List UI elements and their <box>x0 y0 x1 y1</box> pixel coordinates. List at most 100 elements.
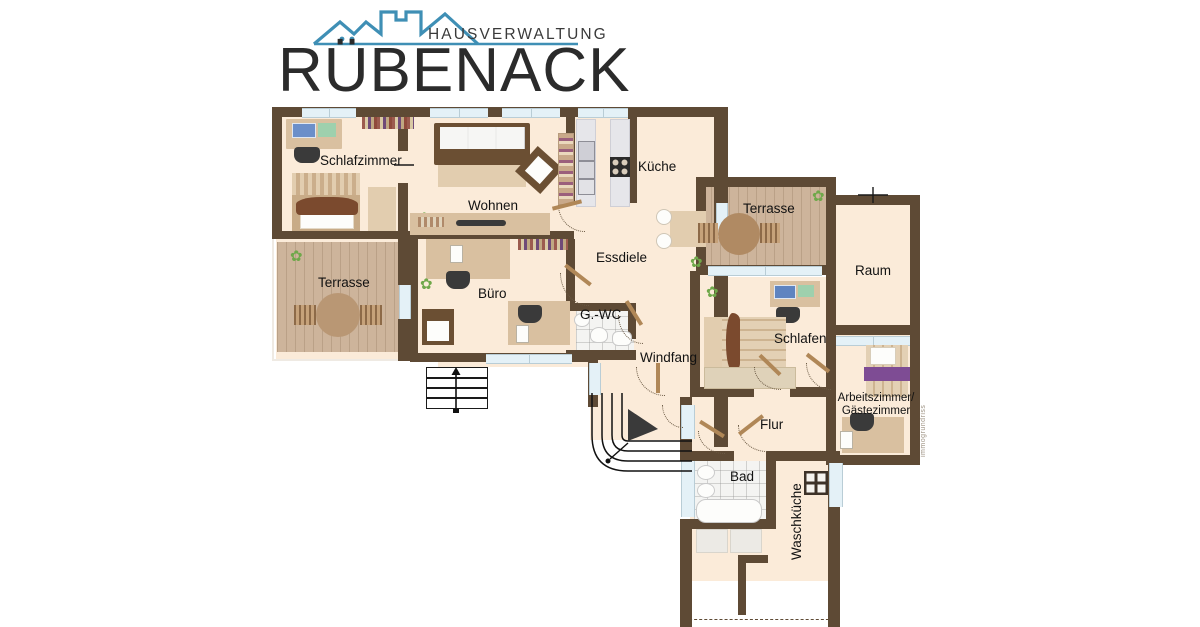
monitor-schlafen <box>774 285 796 299</box>
tv-wohnen <box>456 220 506 226</box>
wall-schlafen-west <box>690 271 700 397</box>
room-label-schlafen: Schlafen <box>774 331 827 346</box>
chair-terrace-east-r <box>760 223 780 243</box>
laptop-buero-bottom <box>516 325 529 343</box>
wall-bottom-west <box>680 519 692 627</box>
guest-pillow-arbeits <box>870 347 896 365</box>
tile-panel-bad-1 <box>696 529 728 553</box>
stair-direction-arrow-buero <box>451 367 461 413</box>
wall-buero-north <box>410 231 574 239</box>
window-bad-w <box>681 461 695 517</box>
room-label-gaestezimmer-line2: Gästezimmer <box>841 405 911 417</box>
wall-schlafen-east <box>826 335 836 465</box>
wall-kueche-east <box>628 117 637 203</box>
pantry-kueche <box>558 133 574 205</box>
window-wohnen-n2 <box>502 108 560 118</box>
sofa-cushions-wohnen <box>440 127 525 149</box>
watermark-text: immogrundriss <box>920 404 927 457</box>
monitor-schlafzimmer <box>292 123 316 138</box>
wall-arbeits-east <box>910 335 920 463</box>
wardrobe-schlafzimmer <box>368 187 396 231</box>
window-schlafen-n <box>708 266 822 276</box>
wall-terrace-west-east <box>398 239 410 285</box>
chair-terrace-east-l <box>698 223 718 243</box>
wall-gwc-north <box>566 303 636 311</box>
room-label-windfang: Windfang <box>640 350 698 365</box>
wall-wk-stub <box>738 555 746 615</box>
room-label-schlafzimmer: Schlafzimmer <box>320 153 402 168</box>
wall-break-mark-schlafzimmer <box>394 164 414 166</box>
appliance-icon-waschkueche <box>804 471 828 495</box>
floor-plan: ✿ ✿ ✿ <box>270 105 930 627</box>
dishwasher-kueche <box>578 179 595 195</box>
room-label-terrasse-west: Terrasse <box>318 275 370 290</box>
roof-skyline-icon <box>312 10 578 46</box>
wall-terrace-west-east-b <box>398 319 410 361</box>
floorplan-page: HAUSVERWALTUNG RÜBENACK <box>270 8 930 627</box>
window-windfang-w <box>589 363 601 395</box>
toilet-gwc <box>590 327 608 343</box>
bathtub-bad <box>696 499 762 523</box>
wall-gwc-south <box>566 350 636 360</box>
table-terrace-east <box>718 213 760 255</box>
sink-bad-1 <box>697 465 715 480</box>
room-label-arbeitszimmer: Arbeitszimmer/ Gästezimmer <box>833 392 919 418</box>
window-waschkueche-e <box>829 463 843 507</box>
wall-schlafen-south-b <box>790 387 836 397</box>
wall-terrace-east-north <box>696 177 836 187</box>
room-label-arbeitszimmer-line1: Arbeitszimmer/ <box>837 392 915 404</box>
wall-flur-south <box>680 451 734 461</box>
office-chair-schlafzimmer <box>294 147 320 163</box>
room-label-terrasse-ost: Terrasse <box>743 201 795 216</box>
bookshelf-buero <box>518 239 568 250</box>
bed-blanket-schlafzimmer <box>296 197 358 215</box>
window-terrace-west-e <box>399 285 411 319</box>
window-buero-s <box>486 354 572 364</box>
bookshelf-schlafzimmer <box>362 117 414 129</box>
chair-arbeits <box>850 413 874 431</box>
room-label-flur: Flur <box>760 417 784 432</box>
wall-schlafzimmer-east-b <box>398 183 408 239</box>
stove-icon-kueche <box>610 157 630 177</box>
plant-icon-essdiele: ✿ <box>690 254 703 271</box>
wall-buero-west <box>410 231 418 362</box>
room-label-kueche: Küche <box>638 159 677 174</box>
wall-schlafen-south <box>696 387 754 397</box>
door-leaf-windfang <box>656 363 660 393</box>
room-label-raum: Raum <box>855 263 892 278</box>
laptop-arbeits <box>840 431 853 449</box>
logo-brand: RÜBENACK <box>278 36 631 105</box>
wall-bottom-dashed <box>684 619 834 620</box>
bed-headboard-schlafen <box>704 317 722 369</box>
table-terrace-west <box>316 293 360 337</box>
room-label-gwc: G.-WC <box>580 307 622 322</box>
chair-buero-bottom <box>518 305 542 323</box>
wall-raum-west <box>826 205 836 335</box>
bed-headboard-schlafzimmer <box>292 173 360 195</box>
sofa-schlafen <box>704 367 796 389</box>
window-schlafzimmer-n <box>302 108 356 118</box>
wall-raum-east <box>910 195 920 335</box>
sink-bad-2 <box>697 483 715 498</box>
wall-north-main <box>272 107 728 117</box>
wall-flur-south-b <box>766 451 840 461</box>
dining-chair-essdiele-1 <box>656 209 672 225</box>
room-label-wohnen: Wohnen <box>468 198 519 213</box>
room-label-bad: Bad <box>730 469 755 484</box>
wall-schlafzimmer-south <box>272 231 438 239</box>
plant-icon-terrace-west: ✿ <box>290 248 303 265</box>
logo-subtitle: HAUSVERWALTUNG <box>428 26 608 43</box>
cabinet-door-buero <box>427 321 449 341</box>
chair-terrace-west-l <box>294 305 316 325</box>
oven-kueche <box>578 141 595 161</box>
microwave-kueche <box>578 161 595 179</box>
plant-icon-terrace-east: ✿ <box>812 188 825 205</box>
floor-fill-raum <box>830 205 916 329</box>
company-logo: HAUSVERWALTUNG RÜBENACK <box>278 8 630 102</box>
wall-wk-stub-h <box>738 555 768 563</box>
bed-blanket-schlafen <box>726 313 740 371</box>
window-wohnen-n1 <box>430 108 488 118</box>
plant-icon-schlafen: ✿ <box>706 284 719 301</box>
room-label-buero: Büro <box>478 286 507 301</box>
tile-panel-bad-2 <box>730 529 762 553</box>
